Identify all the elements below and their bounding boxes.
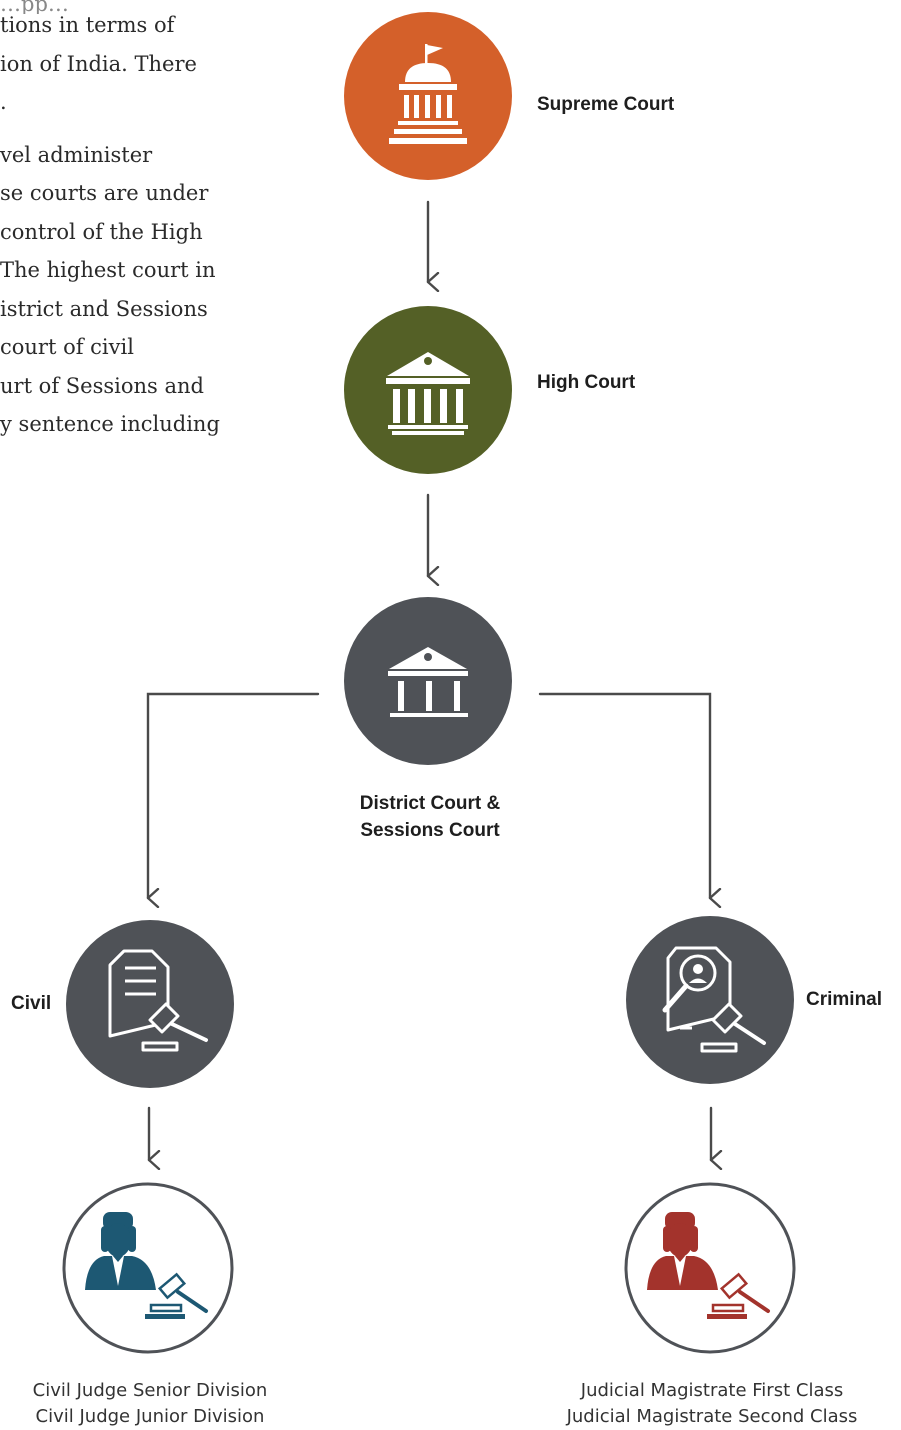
high-court-label: High Court xyxy=(537,372,636,393)
document-gavel-icon xyxy=(108,949,208,1052)
prose-line: vel administer xyxy=(0,142,153,167)
criminal-node xyxy=(626,916,794,1084)
criminal-label: Criminal xyxy=(806,989,883,1010)
supreme-court-label: Supreme Court xyxy=(537,94,675,115)
high-court-node xyxy=(344,306,512,474)
courthouse-icon xyxy=(388,647,468,717)
judge-icon xyxy=(647,1212,770,1319)
civil-judge-junior-label: Civil Judge Junior Division xyxy=(35,1406,265,1427)
arrow-district-to-civil xyxy=(146,692,320,898)
district-court-label: District Court & Sessions Court xyxy=(330,790,530,844)
magistrate-first-class-label: Judicial Magistrate First Class xyxy=(580,1380,844,1401)
civil-judge-senior-label: Civil Judge Senior Division xyxy=(32,1380,268,1401)
judicial-magistrate-classes: Judicial Magistrate First Class Judicial… xyxy=(550,1378,874,1430)
criminal-judge-node xyxy=(624,1182,796,1354)
civil-judge-node xyxy=(62,1182,234,1354)
prose-line: …pp… xyxy=(0,0,69,14)
civil-judge-divisions: Civil Judge Senior Division Civil Judge … xyxy=(8,1378,292,1430)
prose-line: . xyxy=(0,90,7,114)
prose-line: court of civil xyxy=(0,335,134,359)
courthouse-icon xyxy=(386,352,470,435)
arrow-district-to-criminal xyxy=(538,692,710,898)
criminal-circle xyxy=(626,916,794,1084)
prose-line: istrict and Sessions xyxy=(0,296,208,321)
civil-circle xyxy=(66,920,234,1088)
supreme-court-node xyxy=(344,12,512,180)
district-court-label-line1: District Court & xyxy=(359,793,501,814)
prose-line: The highest court in xyxy=(0,258,216,282)
capitol-flag-icon xyxy=(389,44,467,144)
prose-line: se courts are under xyxy=(0,181,209,205)
magistrate-second-class-label: Judicial Magistrate Second Class xyxy=(566,1406,858,1427)
judge-icon xyxy=(85,1212,208,1319)
prose-line: ion of India. There xyxy=(0,51,197,76)
district-court-label-line2: Sessions Court xyxy=(360,820,500,841)
civil-node xyxy=(66,920,234,1088)
district-court-node xyxy=(344,597,512,765)
profile-document-gavel-icon xyxy=(662,946,766,1053)
intro-paragraph: …pp… tions in terms of ion of India. The… xyxy=(0,0,270,444)
connectors xyxy=(146,200,711,1160)
prose-line: urt of Sessions and xyxy=(0,373,204,398)
prose-line: y sentence including xyxy=(0,412,220,436)
prose-line: control of the High xyxy=(0,219,203,244)
civil-label: Civil xyxy=(11,993,52,1014)
prose-line: tions in terms of xyxy=(0,13,175,37)
